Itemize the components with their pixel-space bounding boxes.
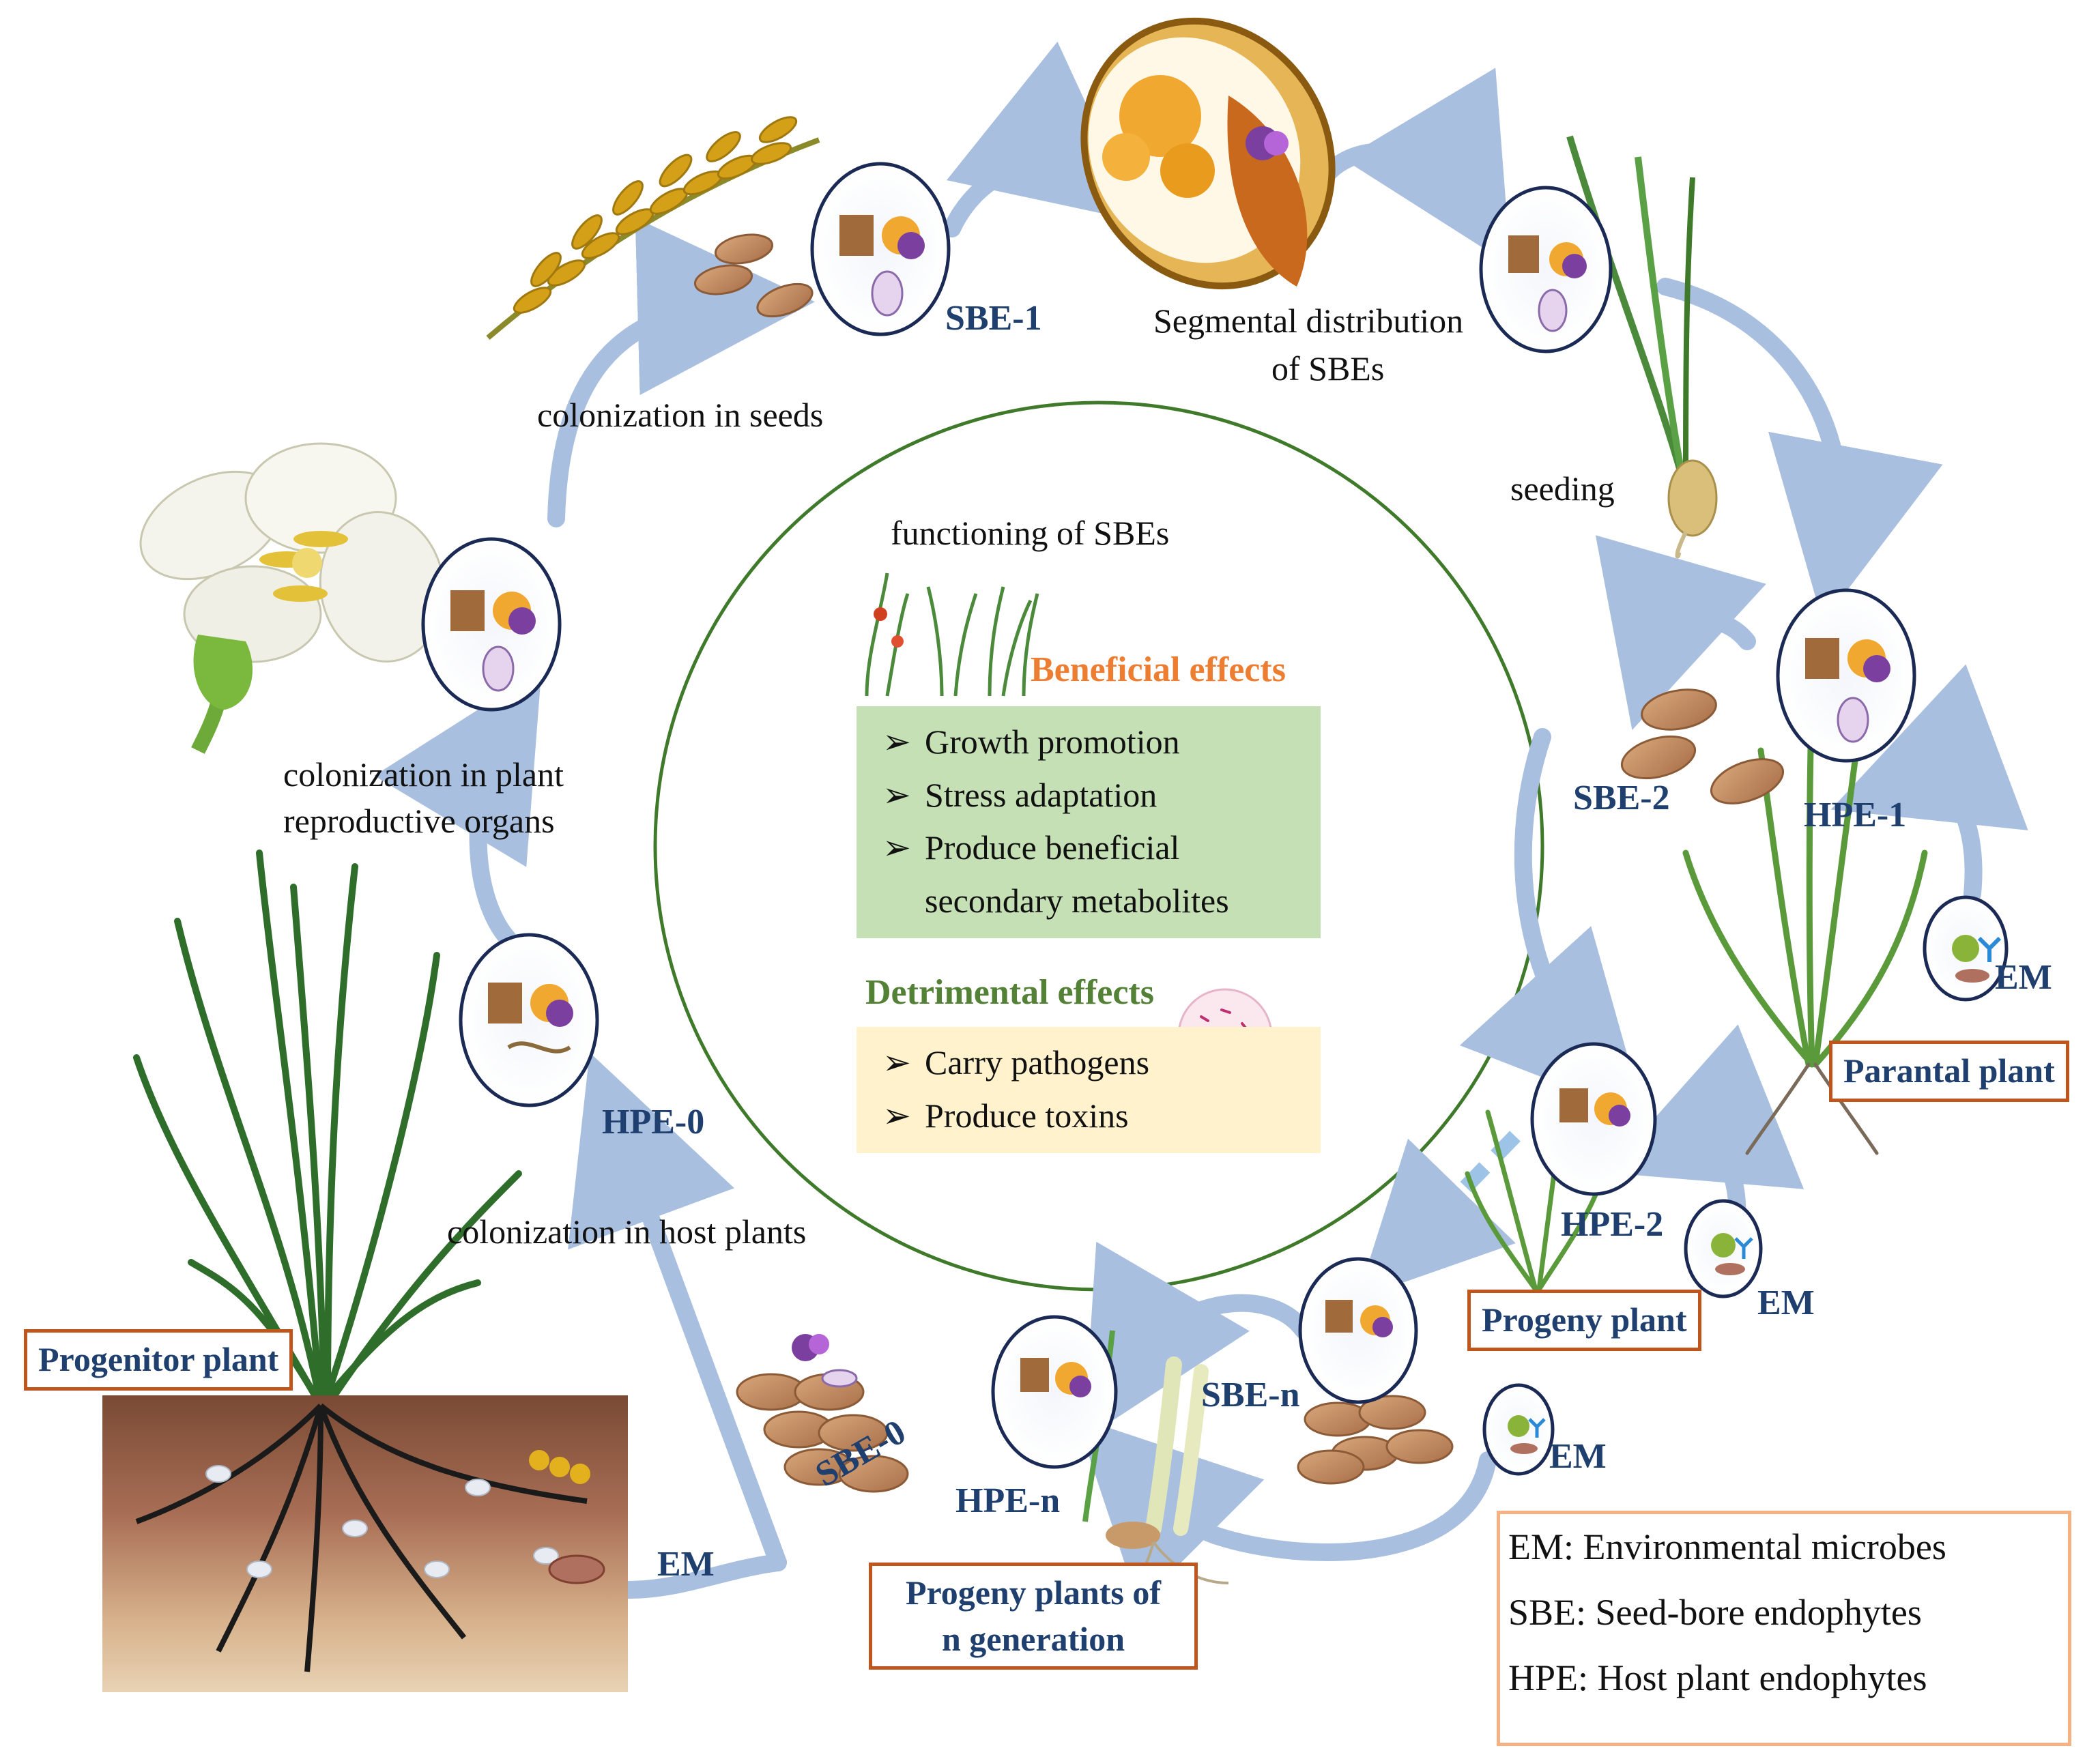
arrow-hpe0-to-flower [374,669,542,957]
label-sbe1: SBE-1 [945,299,1042,338]
seedling-illustration [1566,135,1718,559]
seed-cross-section-illustration [1080,17,1336,290]
label-progenitor-plant: Progenitor plant [24,1329,293,1391]
sbe0-seeds [736,1373,909,1493]
legend-em: EM: Environmental microbes [1508,1526,1946,1567]
rice-panicle-illustration [486,116,820,340]
arrow-seedling-to-parent [1656,278,1943,623]
label-progeny-n-line1: Progeny plants of [905,1573,1162,1612]
legend-box: EM: Environmental microbes SBE: Seed-bor… [1497,1511,2071,1746]
arrow-seed-to-seedling [1308,68,1511,266]
flower-community [421,537,562,712]
crops-icon [865,572,1039,697]
label-sbe2: SBE-2 [1573,779,1670,817]
hpe2-community [1530,1042,1657,1196]
beneficial-item: ➢Growth promotion [882,723,1180,761]
arrow-bracket-line [568,1052,787,1571]
label-seeding: seeding [1510,469,1615,508]
label-colonization-seeds: colonization in seeds [537,396,824,434]
label-em-4: EM [657,1545,715,1584]
legend-sbe: SBE: Seed-bore endophytes [1508,1592,1922,1633]
soil-illustration [102,1395,628,1692]
label-segmental-1: Segmental distribution [1153,302,1464,340]
label-hpen: HPE-n [955,1481,1061,1520]
arrow-em-bracket [619,1554,787,1599]
beneficial-title: Beneficial effects [1031,650,1286,689]
arrow-flower-to-seeds [547,218,815,527]
arrow-sbe2-to-progeny [1459,728,1645,1117]
label-colonization-reproductive-2: reproductive organs [283,802,555,840]
beneficial-item: ➢Stress adaptation [882,775,1157,814]
label-progeny-n-line2: n generation [941,1619,1125,1658]
label-colonization-host: colonization in host plants [447,1213,807,1251]
flower-illustration [139,442,446,754]
label-colonization-reproductive-1: colonization in plant [283,755,564,794]
arrow-em-to-hpe1 [1830,664,2028,903]
arrow-sbe1-to-seed [943,42,1141,237]
arrow-em-to-hpe2 [1606,1024,1804,1230]
label-hpe1: HPE-1 [1804,796,1907,834]
sbe2-seeds [1620,688,1785,804]
label-hpe2: HPE-2 [1561,1205,1664,1244]
sbe1-community [810,162,951,336]
arrow-hpe1-to-sbe2 [1596,535,1766,730]
progenitor-plant-illustration [133,850,522,1409]
hpen-community [991,1315,1118,1469]
label-progeny-n-generation: Progeny plants of n generation [869,1563,1198,1670]
label-hpe0: HPE-0 [602,1103,705,1142]
label-em-1: EM [1995,958,2052,997]
beneficial-item: ➢Produce beneficial [882,828,1180,867]
label-em-2: EM [1757,1283,1815,1322]
beneficial-list: ➢Growth promotion ➢Stress adaptation ➢Pr… [882,716,1229,927]
beneficial-panel: ➢Growth promotion ➢Stress adaptation ➢Pr… [857,706,1321,938]
detrimental-title: Detrimental effects [865,973,1154,1012]
arrow-sben-to-hpen [1083,1241,1312,1440]
dashed-arrow-progeny-to-sben [1357,1131,1521,1299]
label-progeny-plant: Progeny plant [1467,1290,1701,1351]
detrimental-item: ➢Carry pathogens [882,1043,1150,1081]
detrimental-panel: ➢Carry pathogens ➢Produce toxins [857,1027,1321,1153]
label-em-3: EM [1549,1437,1607,1476]
hpe0-community [459,933,599,1107]
sben-seeds [1297,1395,1454,1485]
label-parental-plant: Parantal plant [1829,1041,2069,1102]
label-sben: SBE-n [1201,1376,1300,1414]
sben-community [1298,1257,1418,1404]
detrimental-item: ➢Produce toxins [882,1096,1129,1135]
detrimental-list: ➢Carry pathogens ➢Produce toxins [882,1036,1149,1142]
seedling-community [1479,186,1613,353]
parental-plant-illustration [1682,679,1928,1155]
label-segmental-2: of SBEs [1271,349,1385,388]
endophyte-microbes [450,215,2002,1454]
legend-hpe: HPE: Host plant endophytes [1508,1657,1927,1699]
center-heading: functioning of SBEs [891,514,1170,552]
beneficial-item-continuation: secondary metabolites [925,881,1229,920]
hpe1-community [1776,588,1916,763]
